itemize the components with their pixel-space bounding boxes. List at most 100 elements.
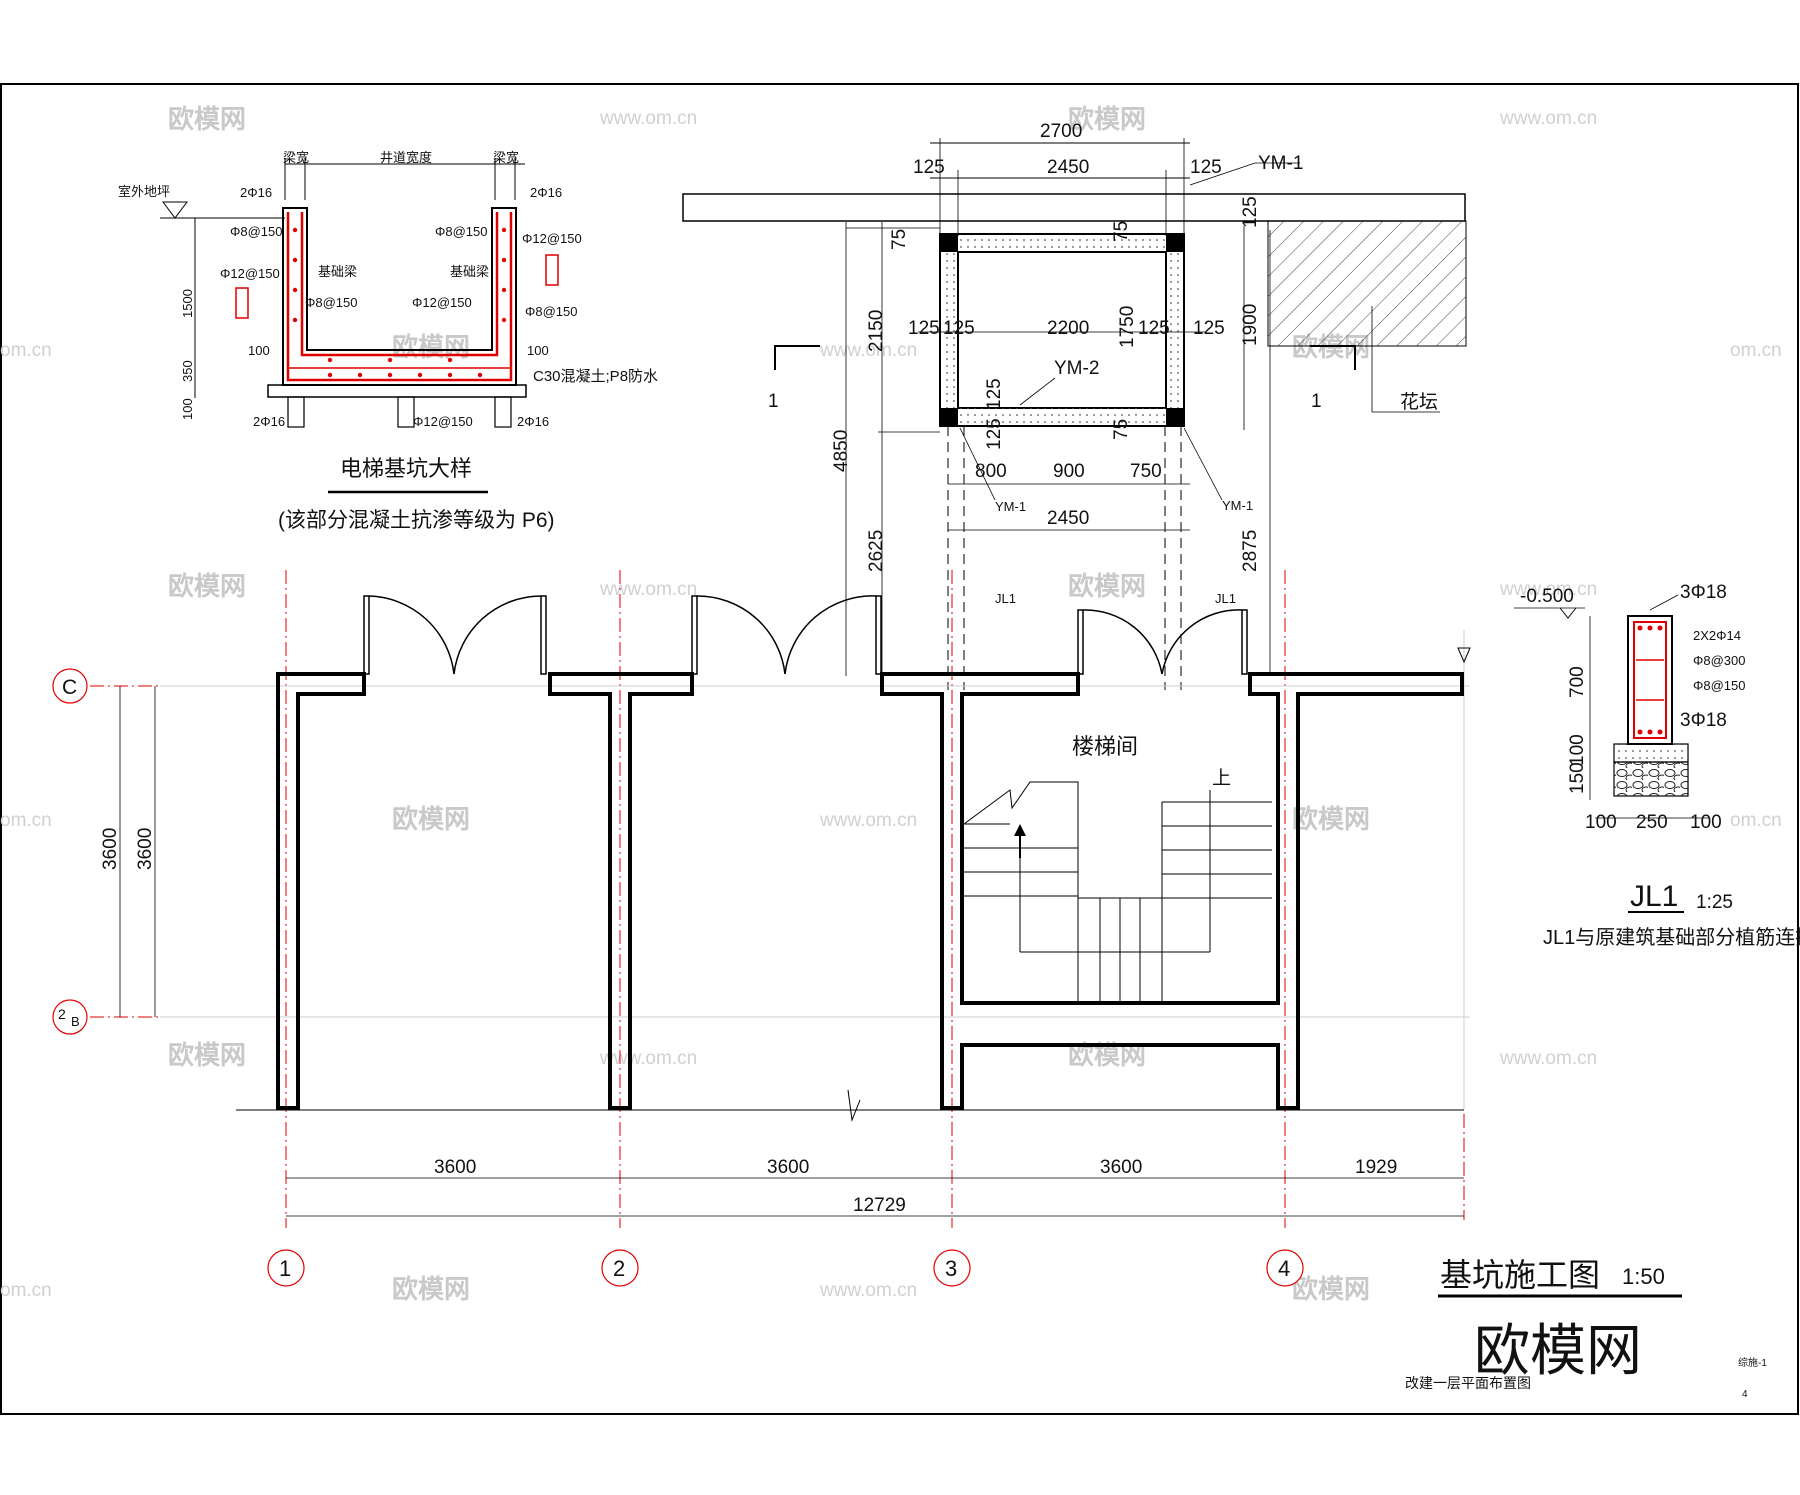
axis-bubble <box>52 999 88 1035</box>
ym1-label: YM-1 <box>995 499 1026 514</box>
jl1-note: JL1与原建筑基础部分植筋连接 <box>1543 926 1800 949</box>
rebar-label: Φ12@150 <box>220 266 280 281</box>
dim-2875: 2875 <box>1240 530 1261 572</box>
dim-1500: 1500 <box>180 289 195 318</box>
jl1-elevation: -0.500 <box>1520 586 1574 607</box>
jl1-scale: 1:25 <box>1696 892 1733 913</box>
stair-up-label: 上 <box>1212 767 1231 789</box>
ym1-label: YM-1 <box>1258 153 1303 174</box>
flower-bed-label: 花坛 <box>1400 391 1438 413</box>
jl1-stirrup: Φ8@300 <box>1693 653 1746 668</box>
elevator-shaft-plan: 2700 125 2450 125 YM-1 125 125 2200 125 … <box>682 121 1467 690</box>
watermark-url: om.cn <box>1730 810 1782 831</box>
rebar-label: Φ12@150 <box>522 231 582 246</box>
jl1-stirrup: Φ8@150 <box>1693 678 1746 693</box>
total-dim: 12729 <box>853 1195 906 1216</box>
dim-125: 125 <box>943 318 975 339</box>
jl1-dim-h: 700 <box>1567 666 1588 698</box>
title-block: 基坑施工图 1:50 欧模网 改建一层平面布置图 综施-1 4 <box>1405 1257 1767 1400</box>
watermark-logo: 欧模网 <box>168 104 246 134</box>
watermark-logo: 欧模网 <box>1068 104 1146 134</box>
bay-dim: 3600 <box>767 1157 809 1178</box>
watermark-url: om.cn <box>0 810 52 831</box>
axis-label: B <box>71 1014 80 1029</box>
dim-750: 750 <box>1130 461 1162 482</box>
watermark-logo: 欧模网 <box>392 332 470 362</box>
dim-1750: 1750 <box>1117 306 1138 348</box>
rebar-label: Φ8@150 <box>305 295 358 310</box>
dim-3600: 3600 <box>135 828 156 870</box>
ym2-label: YM-2 <box>1054 358 1099 379</box>
watermark-url: www.om.cn <box>819 1280 917 1301</box>
dim-2450: 2450 <box>1047 157 1089 178</box>
dim-125: 125 <box>908 318 940 339</box>
jl1-title: JL1 <box>1630 880 1678 913</box>
watermark-logo: 欧模网 <box>1068 571 1146 601</box>
jl1-section: -0.500 3Φ18 2X2Φ14 Φ8@300 Φ8@150 3Φ18 70… <box>1514 582 1800 949</box>
dim-2200: 2200 <box>1047 318 1089 339</box>
drawing-title: 基坑施工图 <box>1440 1257 1600 1293</box>
dim-125: 125 <box>1193 318 1225 339</box>
beam-width-label: 梁宽 <box>283 150 309 165</box>
pit-detail: 梁宽 井道宽度 梁宽 室外地坪 1500 350 100 2Φ16 2Φ16 <box>118 150 658 532</box>
watermark-url: www.om.cn <box>599 579 697 600</box>
jl1-label: JL1 <box>995 591 1016 606</box>
rebar-label: 2Φ16 <box>517 414 549 429</box>
jl1-dim-w: 250 <box>1636 812 1668 833</box>
drawing-subtitle: 改建一层平面布置图 <box>1405 1375 1531 1391</box>
sheet-border <box>0 83 1799 1415</box>
dim-75: 75 <box>1111 221 1132 242</box>
jl1-dim-h: 100 <box>1567 734 1588 766</box>
jl1-dim-w: 100 <box>1690 812 1722 833</box>
sheet-number: 综施-1 <box>1738 1356 1767 1369</box>
foundation-beam-label: 基础梁 <box>450 264 489 279</box>
dim-125: 125 <box>1240 196 1261 228</box>
dim-75: 75 <box>889 229 910 250</box>
bay-dim: 3600 <box>1100 1157 1142 1178</box>
dim-2625: 2625 <box>866 530 887 572</box>
dim-1900: 1900 <box>1240 304 1261 346</box>
bay-dim: 3600 <box>434 1157 476 1178</box>
axis-label: 1 <box>279 1256 291 1281</box>
axis-label: 4 <box>1278 1256 1290 1281</box>
dim-125: 125 <box>984 378 1005 410</box>
dim-2450: 2450 <box>1047 508 1089 529</box>
rebar-label: Φ8@150 <box>435 224 488 239</box>
dim-125: 125 <box>913 157 945 178</box>
axis-label: 2 <box>613 1256 625 1281</box>
axis-label: C <box>62 676 77 699</box>
beam-width-label: 梁宽 <box>493 150 519 165</box>
watermark-logo: 欧模网 <box>392 1274 470 1304</box>
pit-detail-note: (该部分混凝土抗渗等级为 P6) <box>278 509 555 532</box>
dim-350: 350 <box>180 360 195 382</box>
ym1-label: YM-1 <box>1222 498 1253 513</box>
dim-125: 125 <box>984 418 1005 450</box>
watermark-url: www.om.cn <box>819 340 917 361</box>
watermark-logo: 欧模网 <box>168 1040 246 1070</box>
watermark-logo: 欧模网 <box>1292 1274 1370 1304</box>
watermark-url: www.om.cn <box>1499 579 1597 600</box>
dim-125: 125 <box>1190 157 1222 178</box>
watermark-logo: 欧模网 <box>1292 804 1370 834</box>
watermark-url: om.cn <box>0 340 52 361</box>
rebar-label: 2Φ16 <box>530 185 562 200</box>
shaft-width-label: 井道宽度 <box>380 150 432 165</box>
jl1-rebar-side: 2X2Φ14 <box>1693 628 1741 643</box>
axis-label: 3 <box>945 1256 957 1281</box>
jl1-rebar-top: 3Φ18 <box>1680 582 1727 603</box>
rebar-label: 2Φ16 <box>240 185 272 200</box>
dim-2150: 2150 <box>866 310 887 352</box>
jl1-label: JL1 <box>1215 591 1236 606</box>
rebar-label: Φ12@150 <box>413 414 473 429</box>
watermark-url: www.om.cn <box>1499 108 1597 129</box>
foundation-beam-label: 基础梁 <box>318 264 357 279</box>
drawing-scale: 1:50 <box>1622 1264 1665 1289</box>
dim-100: 100 <box>180 398 195 420</box>
watermark-logo: 欧模网 <box>168 571 246 601</box>
dim-4850: 4850 <box>831 430 852 472</box>
watermark-url: www.om.cn <box>1499 1048 1597 1069</box>
watermark-logo: 欧模网 <box>392 804 470 834</box>
jl1-rebar-bot: 3Φ18 <box>1680 710 1727 731</box>
